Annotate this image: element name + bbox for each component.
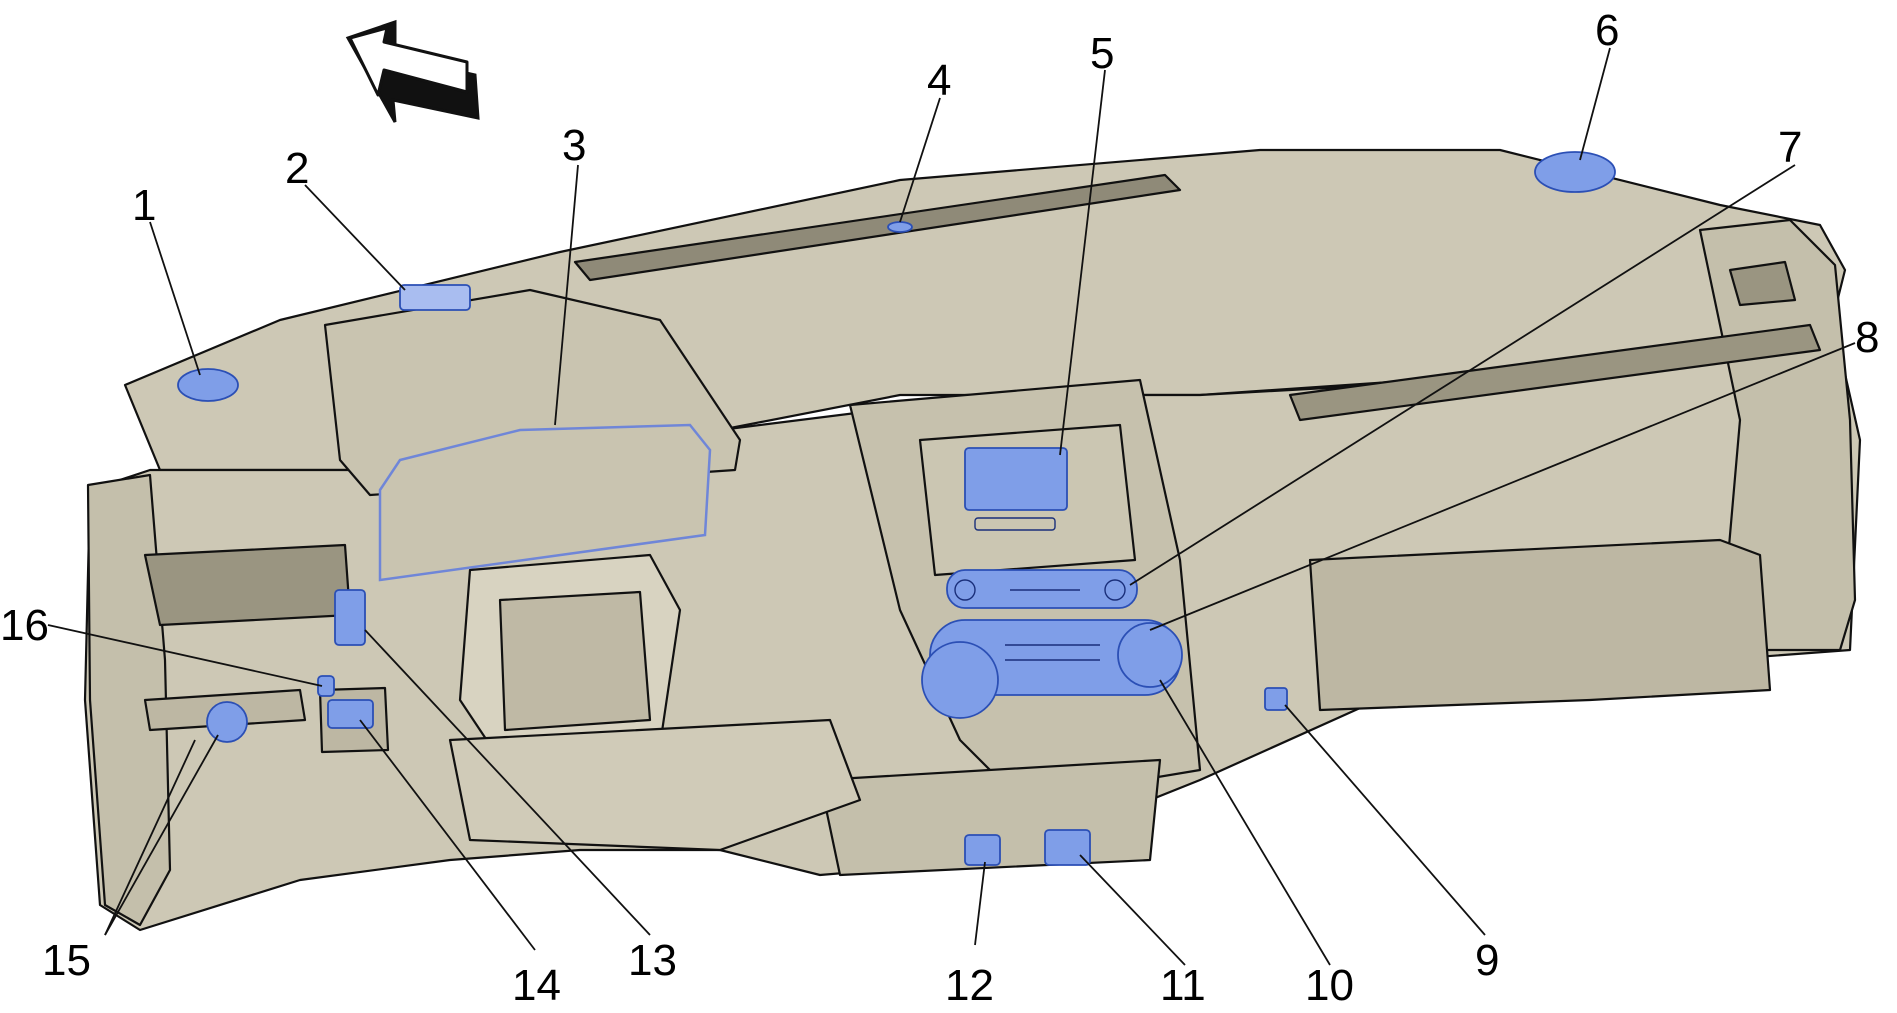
- leader-7: [1129, 164, 1796, 586]
- component-13-switch-bank: [334, 589, 366, 646]
- component-6-right-speaker: [1534, 151, 1616, 193]
- callout-1: 1: [132, 181, 156, 230]
- callout-9: 9: [1475, 936, 1499, 985]
- component-14-switch-lower: [327, 699, 374, 729]
- leader-9: [1284, 704, 1486, 936]
- component-10-hvac-knob: [1117, 622, 1183, 688]
- callout-16: 16: [0, 601, 49, 650]
- component-11-usb-port: [1044, 829, 1091, 866]
- leader-1: [149, 221, 201, 376]
- component-3-instrument-cluster: [378, 423, 712, 582]
- callout-13: 13: [628, 936, 677, 985]
- leader-3: [554, 164, 579, 426]
- component-12-aux-outlet: [964, 834, 1001, 866]
- leader-15b: [104, 739, 196, 936]
- highlighted-components: [177, 151, 1616, 866]
- callout-11: 11: [1160, 961, 1206, 1010]
- control-details: [954, 517, 1126, 661]
- leader-16: [47, 624, 323, 687]
- front-direction-arrow-icon: [345, 19, 480, 123]
- instrument-panel-body: [83, 148, 1862, 932]
- leader-10: [1159, 679, 1331, 966]
- leader-2: [304, 184, 406, 291]
- leader-lines: [47, 47, 1856, 966]
- callout-14: 14: [512, 961, 561, 1010]
- leader-8: [1149, 342, 1856, 631]
- leader-13: [364, 629, 651, 936]
- component-2-sensor: [399, 284, 471, 311]
- leader-14: [359, 719, 536, 951]
- callout-4: 4: [927, 56, 951, 105]
- callout-10: 10: [1305, 961, 1354, 1010]
- component-1-left-speaker: [177, 368, 239, 402]
- leader-4: [899, 97, 941, 223]
- callout-2: 2: [285, 144, 309, 193]
- leader-15a: [104, 734, 219, 936]
- callout-7: 7: [1778, 123, 1802, 172]
- callout-8: 8: [1855, 313, 1879, 362]
- callout-12: 12: [945, 961, 994, 1010]
- glove-box-opening: [1308, 538, 1772, 712]
- leader-11: [1079, 854, 1186, 966]
- component-15-headlamp-switch: [206, 701, 248, 743]
- callout-3: 3: [562, 121, 586, 170]
- leader-12: [974, 861, 986, 946]
- callout-15: 15: [42, 936, 91, 985]
- component-5-display: [964, 447, 1068, 511]
- callout-6: 6: [1595, 6, 1619, 55]
- leader-5: [1059, 69, 1106, 456]
- component-7-radio-controls: [946, 569, 1138, 609]
- callout-5: 5: [1090, 29, 1114, 78]
- component-9-glovebox-switch: [1264, 687, 1288, 711]
- component-4-ambient-sensor: [887, 221, 913, 233]
- leader-6: [1579, 47, 1611, 161]
- callout-labels: 1 2 3 4 5 6 7 8 9 10 11 12 13 14 15 16: [0, 6, 1879, 1010]
